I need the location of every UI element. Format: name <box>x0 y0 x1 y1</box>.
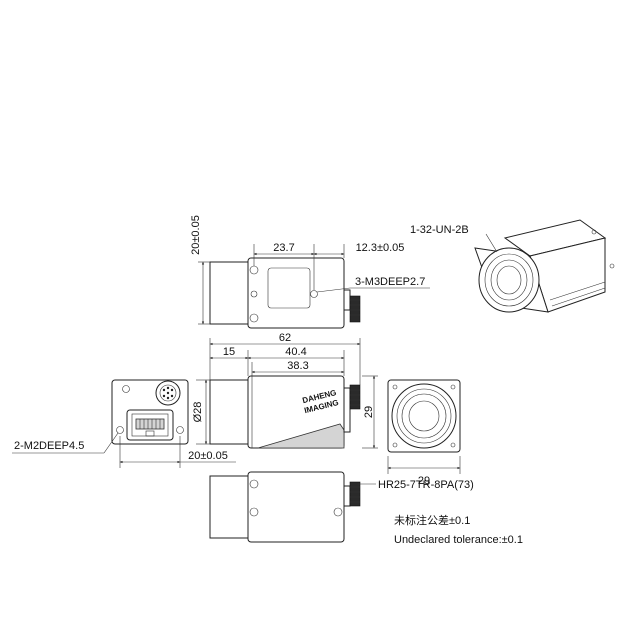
back-view: 2-M2DEEP4.5 20±0.05 <box>12 379 236 468</box>
top-view-label-recess <box>267 267 311 309</box>
back-view-screw-right <box>176 426 184 434</box>
isometric-view: 1-32-UN-2B <box>410 219 615 313</box>
label-thread-top: 3-M3DEEP2.7 <box>355 276 425 288</box>
dim-29-front: 29 <box>418 475 430 487</box>
side-view: DAHENG IMAGING Ø28 29 62 15 40.4 38.3 <box>192 332 378 449</box>
top-view-body <box>247 257 345 329</box>
front-view-sensor-opening <box>408 400 440 432</box>
front-view: 29 <box>387 379 461 487</box>
label-thread-back: 2-M2DEEP4.5 <box>14 440 84 452</box>
bottom-view: HR25-7TR-8PA(73) <box>209 471 474 543</box>
back-view-rj45-contacts <box>135 418 165 430</box>
dim-height-top: 20±0.05 <box>190 215 202 255</box>
tolerance-notes: 未标注公差±0.1 Undeclared tolerance:±0.1 <box>394 513 523 546</box>
dim-29-side: 29 <box>363 406 375 418</box>
dim-diameter: Ø28 <box>192 402 204 423</box>
bottom-view-connector-base <box>343 485 351 507</box>
side-view-connector-base <box>343 387 351 433</box>
top-view-screw-hole <box>310 290 318 298</box>
top-view-lens-section <box>209 261 249 325</box>
dim-20-bottom: 20±0.05 <box>188 450 228 462</box>
dim-23-7: 23.7 <box>273 242 294 254</box>
dim-62: 62 <box>279 332 291 344</box>
side-view-lens-section <box>209 379 249 445</box>
top-view-connector-base <box>343 289 351 311</box>
front-view-mount-outer <box>391 383 457 449</box>
dim-40-4: 40.4 <box>285 346 306 358</box>
dim-38-3: 38.3 <box>287 360 308 372</box>
dim-12-3: 12.3±0.05 <box>356 242 405 254</box>
dim-15: 15 <box>223 346 235 358</box>
back-view-screw-left <box>116 426 124 434</box>
top-view-screw-bl <box>249 313 259 323</box>
bottom-view-body <box>247 471 345 543</box>
top-view-connector <box>349 295 361 323</box>
label-lens-mount: 1-32-UN-2B <box>410 224 469 236</box>
bottom-view-connector <box>349 481 361 507</box>
iso-lens-mount-outer <box>478 247 540 313</box>
side-view-connector <box>349 384 361 410</box>
note-tolerance-cn: 未标注公差±0.1 <box>394 513 470 527</box>
label-connector: HR25-7TR-8PA(73) <box>378 479 474 491</box>
top-view-screw-ml <box>250 290 258 298</box>
note-tolerance-en: Undeclared tolerance:±0.1 <box>394 534 523 546</box>
top-view: 20±0.05 23.7 12.3±0.05 3-M3DEEP2.7 <box>190 215 430 329</box>
bottom-view-lens-section <box>209 475 249 539</box>
